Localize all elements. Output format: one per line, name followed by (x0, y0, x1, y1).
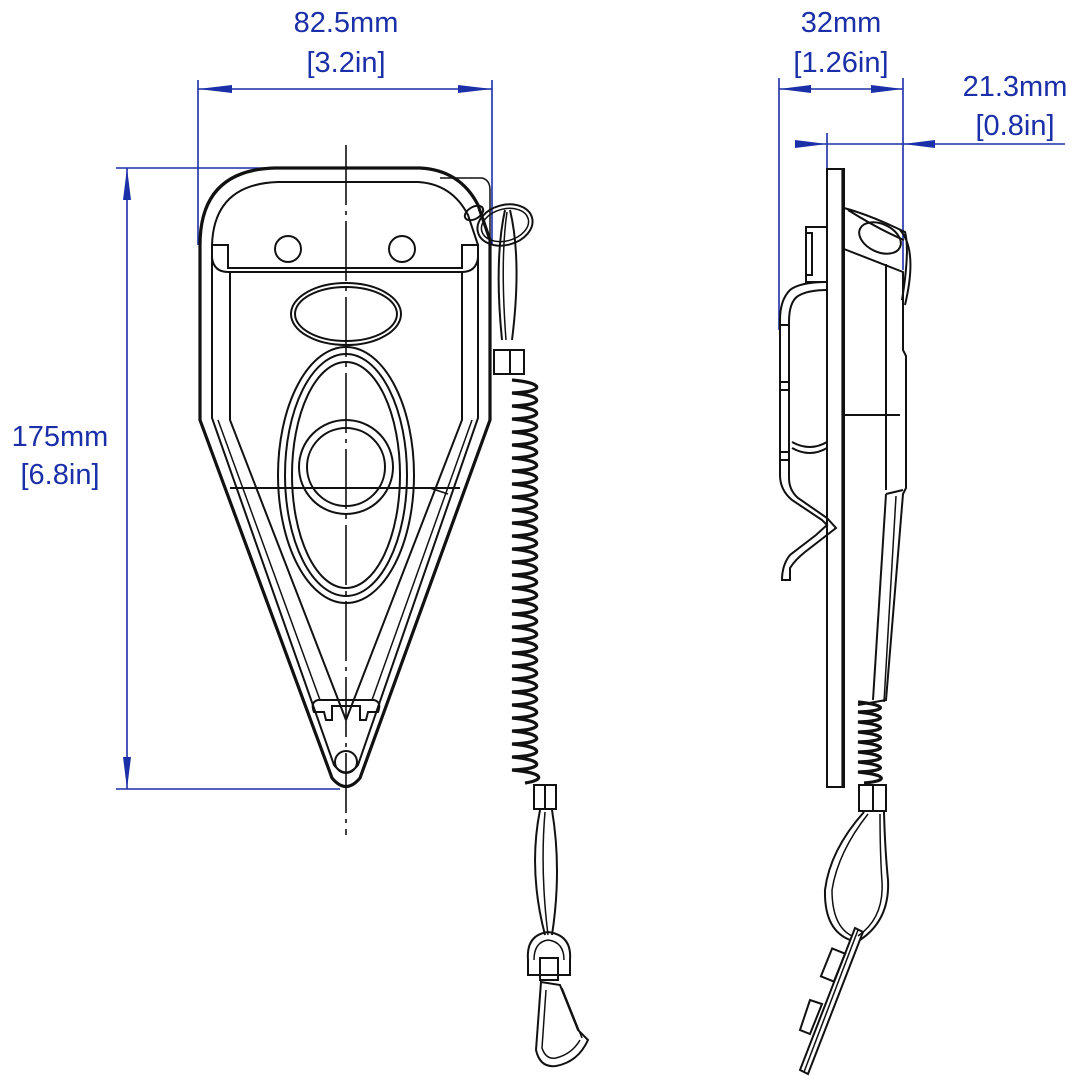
front-height-mm-label: 175mm (12, 421, 109, 453)
side-body-depth-dimension: 21.3mm [0.8in] (795, 71, 1067, 248)
front-height-in-label: [6.8in] (21, 459, 100, 491)
side-depth-dimension: 32mm [1.26in] (778, 7, 904, 330)
side-view (779, 168, 912, 1076)
belt-clip (779, 226, 838, 581)
front-width-dimension: 82.5mm [3.2in] (197, 7, 493, 245)
front-lanyard (463, 203, 590, 1068)
oval-button-outer (277, 346, 415, 604)
mounting-hole-left (274, 235, 302, 263)
side-depth-in-label: [1.26in] (793, 47, 888, 79)
body-outline (198, 166, 492, 789)
snap-hook (534, 980, 590, 1068)
side-coiled-cord (857, 700, 883, 785)
tip-hole (334, 750, 358, 774)
front-view (198, 145, 492, 835)
logo-recess (290, 282, 402, 346)
split-ring (476, 203, 534, 247)
side-snap-hook (798, 926, 865, 1076)
front-width-mm-label: 82.5mm (294, 7, 399, 39)
side-body-in-label: [0.8in] (976, 110, 1055, 142)
side-body (843, 248, 907, 706)
side-body-mm-label: 21.3mm (963, 71, 1068, 103)
mounting-hole-right (388, 235, 416, 263)
coiled-cord (511, 378, 540, 785)
center-button (298, 419, 394, 515)
front-width-in-label: [3.2in] (307, 47, 386, 79)
side-depth-mm-label: 32mm (801, 7, 882, 39)
swivel-eye (526, 930, 572, 976)
front-height-dimension: 175mm [6.8in] (12, 167, 340, 790)
